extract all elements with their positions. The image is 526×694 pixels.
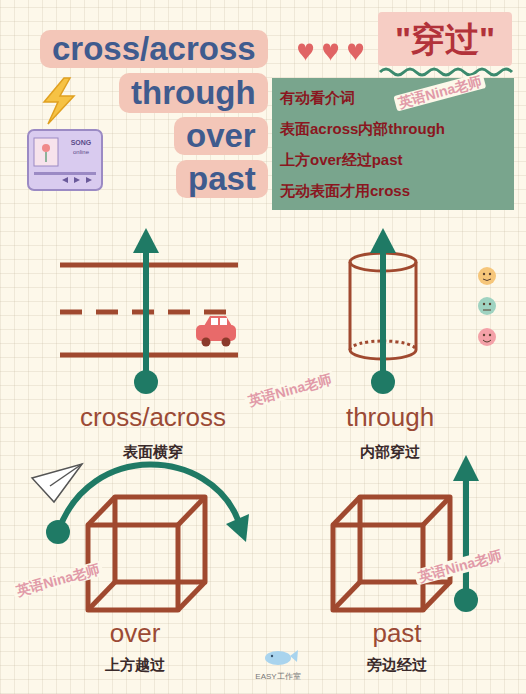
cube-edge	[178, 497, 205, 525]
tube-side	[349, 262, 352, 350]
car-wheel	[222, 338, 231, 347]
arrow-arc	[58, 464, 238, 532]
cube-edge	[178, 582, 205, 610]
cube	[333, 497, 450, 610]
progress-bar	[34, 172, 96, 175]
whale-logo	[265, 650, 298, 665]
eye	[489, 303, 491, 305]
cube-edge	[423, 582, 450, 610]
watermark: 英语Nina老师	[243, 370, 336, 409]
heart	[298, 44, 313, 62]
hearts	[298, 44, 363, 62]
figure-label: cross/across	[80, 403, 226, 433]
heart	[348, 44, 363, 62]
rule-line: 上方over经过past	[280, 144, 506, 175]
face	[478, 267, 496, 285]
arrowhead	[133, 228, 159, 253]
word-band: cross/across	[40, 30, 268, 68]
eye	[489, 273, 491, 275]
node-text: through	[131, 73, 256, 113]
car-roof	[204, 316, 232, 326]
arrow-start-dot	[371, 370, 395, 394]
cube-edge	[333, 582, 360, 610]
mouth	[483, 279, 491, 281]
rule-line: 无动表面才用cross	[280, 175, 506, 206]
word-band: over	[174, 117, 268, 155]
across-arrow	[133, 228, 159, 394]
face	[478, 328, 496, 346]
lightning-icon	[44, 78, 74, 124]
music-widget	[28, 130, 102, 190]
arrow-start-dot	[46, 520, 70, 544]
arrowhead	[453, 455, 479, 481]
eye	[483, 273, 485, 275]
figure-caption: 内部穿过	[360, 443, 420, 460]
faces	[478, 267, 496, 346]
figure-label: through	[346, 403, 434, 433]
word-band: through	[119, 73, 268, 113]
over-arrow	[46, 464, 249, 544]
through-arrow	[370, 228, 396, 394]
watermark: 英语Nina老师	[413, 546, 506, 585]
tube-side	[415, 262, 418, 350]
node-text: cross/across	[52, 30, 256, 68]
cube-edge	[88, 497, 115, 525]
car-wheel	[202, 338, 211, 347]
flower	[42, 144, 50, 152]
mouth	[483, 340, 491, 342]
widget-text: SONG	[71, 139, 92, 147]
cube-edge	[88, 582, 115, 610]
whale-body	[265, 651, 291, 665]
past-arrow	[453, 455, 479, 612]
arrowhead	[370, 228, 396, 253]
whale-eye	[271, 655, 273, 657]
car	[196, 316, 236, 347]
studio-mark: EASY工作室	[255, 672, 300, 681]
title-box: "穿过"	[378, 12, 512, 66]
rule-line: 表面across内部through	[280, 113, 506, 144]
widget-frame	[28, 130, 102, 190]
next-button	[86, 177, 92, 183]
wavy-underline	[380, 69, 512, 75]
eye	[489, 334, 491, 336]
eye	[483, 303, 485, 305]
cube-back	[115, 497, 205, 582]
widget-cover	[34, 138, 58, 166]
cube-edge	[333, 497, 360, 525]
arrow-start-dot	[454, 588, 478, 612]
figure-label: over	[110, 619, 161, 649]
car-window	[211, 318, 218, 325]
figure-caption: 表面横穿	[123, 443, 183, 460]
flower-stem	[45, 152, 47, 162]
mouth	[483, 310, 491, 311]
cube-front	[333, 525, 423, 610]
node-text: past	[188, 160, 256, 198]
heart	[323, 44, 338, 62]
cube	[88, 497, 205, 610]
widget-text: online	[73, 149, 89, 156]
plane-fold	[50, 464, 82, 486]
word-band: past	[176, 160, 268, 198]
arrow-shaft	[463, 478, 469, 598]
car-window	[220, 318, 227, 325]
arrow-shaft	[380, 250, 386, 380]
car-body	[196, 325, 236, 341]
cube-edge	[423, 497, 450, 525]
node-text: over	[186, 117, 256, 155]
figure-caption: 旁边经过	[367, 656, 427, 673]
figure-label: past	[372, 619, 421, 649]
whale-tail	[290, 650, 298, 662]
play-button	[74, 177, 80, 183]
eye	[483, 334, 485, 336]
arrow-shaft	[143, 248, 149, 380]
arrowhead	[226, 514, 249, 542]
face	[478, 297, 496, 315]
watermark: 英语Nina老师	[11, 560, 104, 599]
node-text: "穿过"	[388, 12, 502, 66]
prev-button	[62, 177, 68, 183]
figure-caption: 上方越过	[105, 656, 165, 673]
arrow-start-dot	[134, 370, 158, 394]
